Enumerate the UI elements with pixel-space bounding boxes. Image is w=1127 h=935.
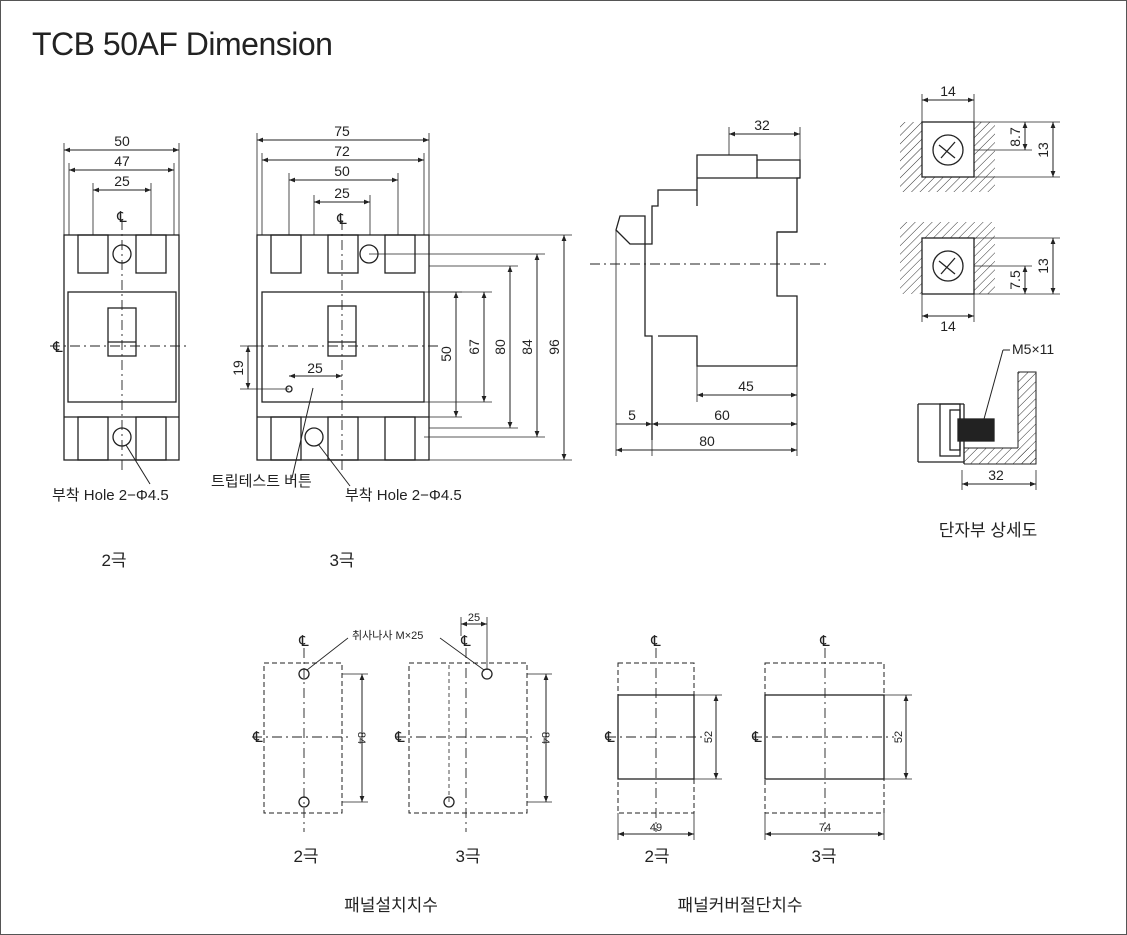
panel-install-3p (396, 617, 552, 832)
side-view (590, 127, 826, 456)
terminal-mid-width-14: 14 (940, 318, 956, 334)
three-pole-height-80: 80 (492, 339, 508, 355)
three-pole-height-84: 84 (519, 339, 535, 355)
two-pole-front-view (50, 143, 190, 485)
panel-cutout-3p (752, 648, 912, 840)
cutout-2p-height-52: 52 (703, 731, 715, 743)
terminal-screw-label: M5×11 (1012, 341, 1054, 357)
install-2p-centerline: ℄ (298, 633, 309, 650)
panel-install-caption: 패널설치치수 (344, 896, 438, 915)
trip-test-button-label: 트립테스트 버튼 (211, 473, 312, 490)
three-pole-width-75: 75 (334, 123, 350, 139)
terminal-mid-7-5: 7.5 (1007, 270, 1023, 290)
two-pole-centerline-symbol: ℄ (116, 209, 127, 226)
three-pole-front-view (240, 133, 572, 487)
two-pole-width-25: 25 (114, 173, 130, 189)
terminal-top-13: 13 (1035, 142, 1051, 158)
panel-install-2p (252, 637, 368, 832)
cutout-3p-width-74: 74 (819, 822, 831, 834)
cutout-3p-centerline-side: ℄ (751, 729, 762, 746)
side-dim-45: 45 (738, 378, 754, 394)
three-pole-hole-label: 부착 Hole 2−Φ4.5 (345, 487, 462, 504)
two-pole-caption: 2극 (101, 551, 126, 570)
side-dim-80: 80 (699, 433, 715, 449)
install-3p-height-84: 84 (539, 732, 551, 744)
cutout-3p-centerline: ℄ (819, 633, 830, 650)
three-pole-centerline-symbol: ℄ (336, 211, 347, 228)
three-pole-offset-25: 25 (307, 360, 323, 376)
terminal-bottom-32: 32 (988, 467, 1004, 483)
cutout-3p-height-52: 52 (893, 731, 905, 743)
install-2p-caption: 2극 (293, 847, 318, 866)
side-dim-5: 5 (628, 407, 636, 423)
cutout-2p-centerline-side: ℄ (604, 729, 615, 746)
cutout-2p-centerline: ℄ (650, 633, 661, 650)
two-pole-width-50: 50 (114, 133, 130, 149)
terminal-mid-13: 13 (1035, 258, 1051, 274)
three-pole-height-50: 50 (438, 346, 454, 362)
install-3p-caption: 3극 (455, 847, 480, 866)
three-pole-width-72: 72 (334, 143, 350, 159)
panel-cutout-caption: 패널커버절단치수 (677, 896, 802, 915)
install-3p-centerline: ℄ (460, 633, 471, 650)
terminal-top-width-14: 14 (940, 83, 956, 99)
three-pole-height-67: 67 (466, 339, 482, 355)
three-pole-height-96: 96 (546, 339, 562, 355)
cutout-2p-caption: 2극 (644, 847, 669, 866)
side-dim-32: 32 (754, 117, 770, 133)
terminal-top-8-7: 8.7 (1007, 127, 1023, 147)
two-pole-width-47: 47 (114, 153, 130, 169)
install-2p-height-84: 84 (355, 732, 367, 744)
side-dim-60: 60 (714, 407, 730, 423)
install-screw-label: 취사나사 M×25 (352, 629, 423, 642)
two-pole-hole-label: 부착 Hole 2−Φ4.5 (52, 487, 169, 504)
terminal-caption: 단자부 상세도 (939, 521, 1038, 540)
cutout-2p-width-49: 49 (650, 822, 662, 834)
three-pole-caption: 3극 (329, 551, 354, 570)
install-3p-centerline-side: ℄ (394, 729, 405, 746)
three-pole-width-50: 50 (334, 163, 350, 179)
two-pole-centerline-symbol-side: ℄ (52, 339, 63, 356)
three-pole-width-25: 25 (334, 185, 350, 201)
page-title: TCB 50AF Dimension (32, 26, 333, 62)
cutout-3p-caption: 3극 (811, 847, 836, 866)
install-2p-centerline-side: ℄ (252, 729, 263, 746)
three-pole-offset-19: 19 (230, 360, 246, 376)
terminal-detail (900, 94, 1060, 490)
install-top-25: 25 (468, 612, 480, 624)
panel-cutout-2p (606, 648, 722, 840)
